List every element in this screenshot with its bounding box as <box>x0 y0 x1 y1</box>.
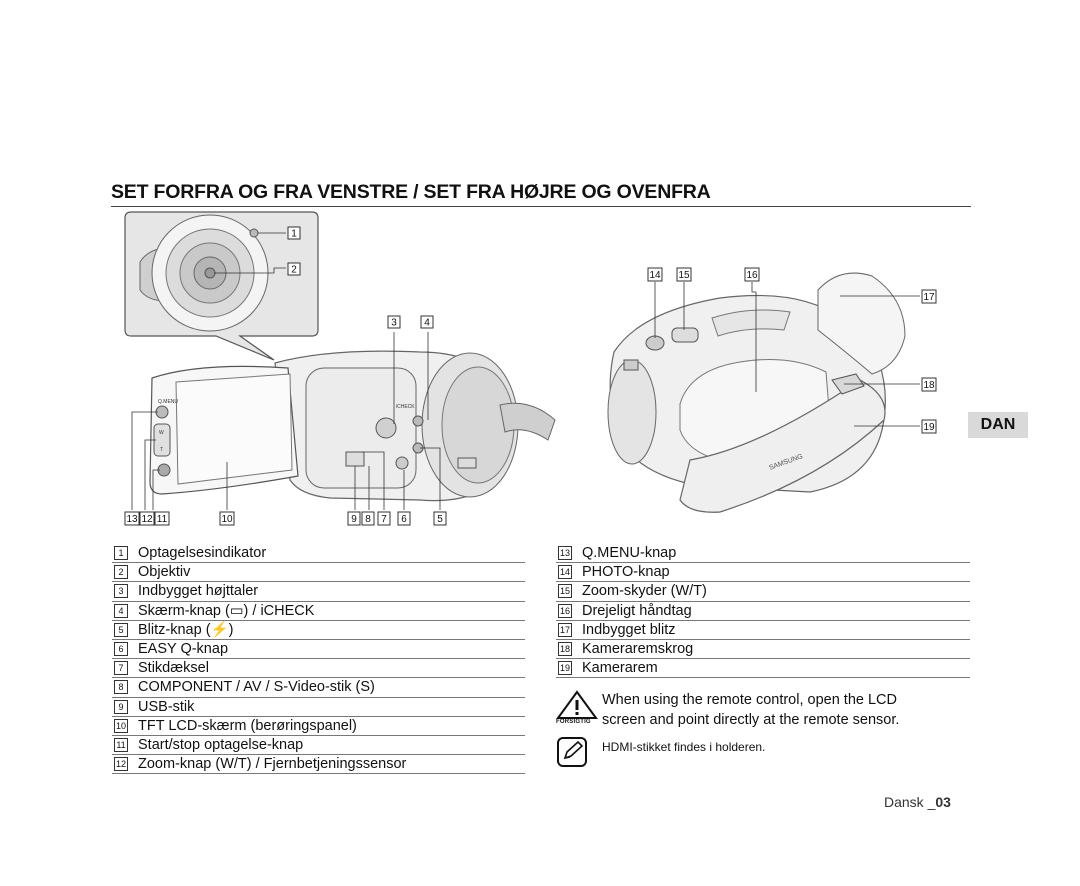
callout-12: 12 <box>139 511 155 526</box>
camcorder-left-view: Q.MENU W T iCHECK <box>124 211 556 510</box>
svg-text:3: 3 <box>391 318 397 329</box>
callout-17: 17 <box>921 289 937 304</box>
memo-text: HDMI-stikket findes i holderen. <box>602 740 766 754</box>
callout-3: 3 <box>387 315 401 329</box>
callout-4: 4 <box>420 315 434 329</box>
footer-language: Dansk _ <box>884 794 936 810</box>
warning-icon <box>556 690 598 719</box>
caution-note: FORSIGTIG When using the remote control,… <box>556 690 976 730</box>
callout-10: 10 <box>219 511 235 526</box>
callout-numbers: 1 2 3 4 13 12 11 10 9 8 7 6 5 14 15 16 1… <box>124 226 937 526</box>
svg-text:7: 7 <box>381 514 387 525</box>
note-pencil-icon <box>557 737 587 767</box>
svg-text:9: 9 <box>351 514 357 525</box>
callout-6: 6 <box>397 511 411 526</box>
qmenu-marking: Q.MENU <box>158 399 178 405</box>
callout-19: 19 <box>921 419 937 434</box>
svg-text:17: 17 <box>923 292 935 303</box>
svg-text:18: 18 <box>923 380 935 391</box>
callout-7: 7 <box>377 511 391 526</box>
callout-18: 18 <box>921 377 937 392</box>
svg-text:1: 1 <box>291 229 297 240</box>
caution-text: When using the remote control, open the … <box>602 692 900 728</box>
caution-label: FORSIGTIG <box>556 719 591 725</box>
svg-text:5: 5 <box>437 514 443 525</box>
svg-text:13: 13 <box>126 514 138 525</box>
page-footer: Dansk _03 <box>884 794 951 810</box>
svg-text:4: 4 <box>424 318 430 329</box>
svg-text:15: 15 <box>678 270 690 281</box>
icheck-marking: iCHECK <box>396 404 415 410</box>
svg-text:8: 8 <box>365 514 371 525</box>
callout-14: 14 <box>647 267 663 282</box>
svg-text:14: 14 <box>649 270 661 281</box>
memo-note: HDMI-stikket findes i holderen. <box>556 736 976 772</box>
callout-11: 11 <box>154 511 170 526</box>
w-marking: W <box>159 430 164 436</box>
svg-text:12: 12 <box>141 514 153 525</box>
language-tab: DAN <box>968 412 1028 438</box>
svg-text:19: 19 <box>923 422 935 433</box>
t-marking: T <box>160 447 163 453</box>
callout-13: 13 <box>124 511 140 526</box>
svg-text:2: 2 <box>291 265 297 276</box>
svg-text:11: 11 <box>157 514 168 525</box>
callout-9: 9 <box>347 511 361 526</box>
page-title: SET FORFRA OG FRA VENSTRE / SET FRA HØJR… <box>111 181 971 207</box>
callout-1: 1 <box>287 226 301 240</box>
svg-text:6: 6 <box>401 514 407 525</box>
lens-inset <box>124 211 319 361</box>
camcorder-right-view: SAMSUNG <box>607 272 920 513</box>
callout-5: 5 <box>433 511 447 526</box>
page-number: 03 <box>935 794 951 810</box>
svg-text:16: 16 <box>746 270 758 281</box>
callout-8: 8 <box>361 511 375 526</box>
callout-2: 2 <box>287 262 301 276</box>
callout-15: 15 <box>676 267 692 282</box>
svg-text:10: 10 <box>221 514 233 525</box>
callout-16: 16 <box>744 267 760 282</box>
camcorder-illustrations: Q.MENU W T iCHECK <box>124 211 937 526</box>
